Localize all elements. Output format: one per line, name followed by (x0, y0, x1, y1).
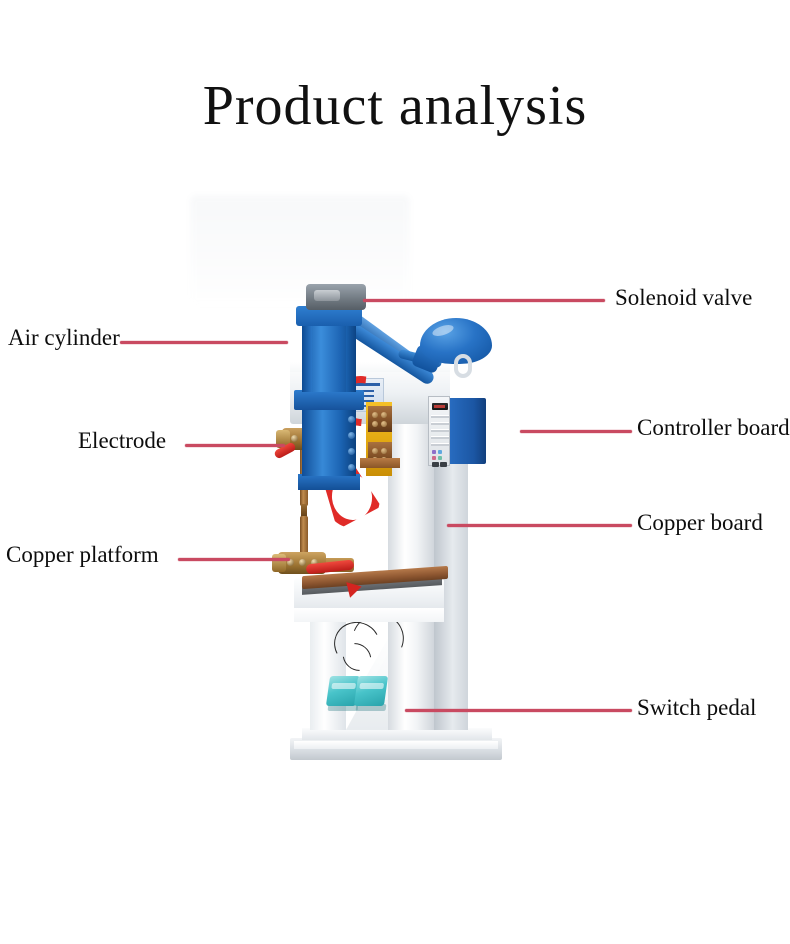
welding-machine-illustration (268, 270, 518, 760)
air-cylinder-lower-body (302, 408, 356, 476)
air-cylinder-rib-left (302, 324, 312, 392)
label-solenoid-valve: Solenoid valve (615, 285, 753, 310)
leader-line-electrode (185, 444, 285, 447)
lower-arm-face (294, 608, 444, 622)
machine-base-plate (290, 738, 502, 760)
controller-board-panel[interactable] (428, 396, 450, 467)
controller-led-4 (438, 456, 442, 460)
label-controller-board: Controller board (637, 415, 790, 440)
leader-line-switch-pedal (405, 709, 632, 712)
copper-board-plate-upper (368, 406, 392, 432)
background-watermark (190, 195, 410, 305)
air-cylinder-rib-right (346, 324, 356, 392)
controller-button-1[interactable] (432, 462, 439, 467)
controller-led-1 (432, 450, 436, 454)
air-cylinder-bolts (348, 416, 356, 472)
controller-led-3 (432, 456, 436, 460)
label-air-cylinder: Air cylinder (8, 325, 120, 350)
switch-pedal-right[interactable] (353, 676, 389, 706)
air-cylinder-top-flange (296, 306, 362, 326)
electrode-tip (301, 504, 307, 518)
controller-display (432, 403, 448, 410)
machine-foot-column (310, 614, 346, 730)
air-cylinder-motor-head (306, 284, 366, 310)
page-title: Product analysis (202, 75, 588, 137)
label-copper-board: Copper board (637, 510, 763, 535)
label-electrode: Electrode (78, 428, 167, 453)
controller-led-2 (438, 450, 442, 454)
leader-line-copper-board (447, 524, 632, 527)
leader-line-copper-platform (178, 558, 290, 561)
copper-board-busbar (360, 458, 400, 468)
leader-line-solenoid-valve (363, 299, 605, 302)
controller-board-box[interactable] (446, 398, 486, 464)
label-switch-pedal: Switch pedal (637, 695, 757, 720)
leader-line-air-cylinder (120, 341, 288, 344)
air-cylinder-foot (298, 474, 360, 490)
upper-arm-top-face (290, 362, 450, 372)
controller-button-2[interactable] (440, 462, 447, 467)
machine-base-riser (302, 728, 492, 740)
copper-platform-nut (272, 554, 286, 572)
lifting-eye-ring (454, 354, 472, 378)
copper-platform-rod (300, 516, 308, 556)
leader-line-controller-board (520, 430, 632, 433)
air-cylinder-mid-flange (294, 390, 364, 410)
label-copper-platform: Copper platform (6, 542, 159, 567)
